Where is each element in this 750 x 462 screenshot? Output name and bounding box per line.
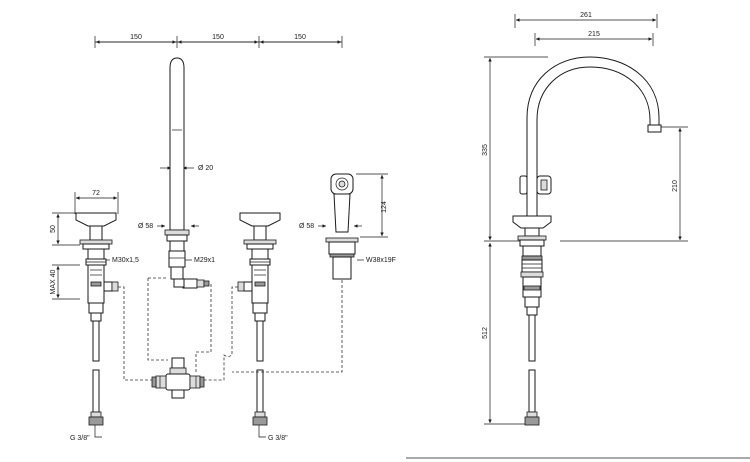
mixing-tee: [151, 357, 205, 399]
supply-left-label: G 3/8": [70, 435, 90, 442]
dim-side-below-deck: 512: [482, 327, 489, 339]
right-valve: [237, 212, 281, 426]
dim-spout-diameter: Ø 20: [198, 165, 213, 172]
dim-shower-base-diameter: Ø 58: [299, 223, 314, 230]
side-view-faucet: [512, 56, 662, 426]
supply-right-label: G 3/8": [268, 435, 288, 442]
dim-side-spout-height: 210: [672, 180, 679, 192]
dim-spacing-3: 150: [294, 34, 306, 41]
dim-handle-height: 50: [50, 225, 57, 233]
dim-shower-height: 124: [381, 201, 388, 213]
front-dimension-lines: [52, 36, 388, 438]
dim-side-reach-spout: 215: [588, 31, 600, 38]
left-valve: [75, 212, 119, 426]
connecting-hoses: [118, 277, 343, 381]
dim-spacing-2: 150: [212, 34, 224, 41]
thread-spout-label: M29x1: [194, 257, 215, 264]
dim-side-reach-total: 261: [580, 12, 592, 19]
dim-max-depth: MAX 40: [50, 269, 57, 294]
dim-spacing-1: 150: [130, 34, 142, 41]
spout-assembly: [164, 57, 210, 289]
side-view-dimension-texts: 261 215 335 210 512: [482, 12, 679, 339]
dim-side-height: 335: [482, 144, 489, 156]
side-view-dimension-lines: [406, 14, 750, 459]
thread-valve-label: M30x1,5: [112, 257, 139, 264]
dim-handle-base-diameter: Ø 58: [138, 223, 153, 230]
thread-shower-label: W38x19F: [366, 257, 396, 264]
dim-handle-width: 72: [92, 190, 100, 197]
hand-shower: [325, 173, 359, 280]
front-dimension-texts: 150 150 150 72 50 MAX 40 Ø 20 Ø 58 Ø 58 …: [50, 34, 396, 442]
